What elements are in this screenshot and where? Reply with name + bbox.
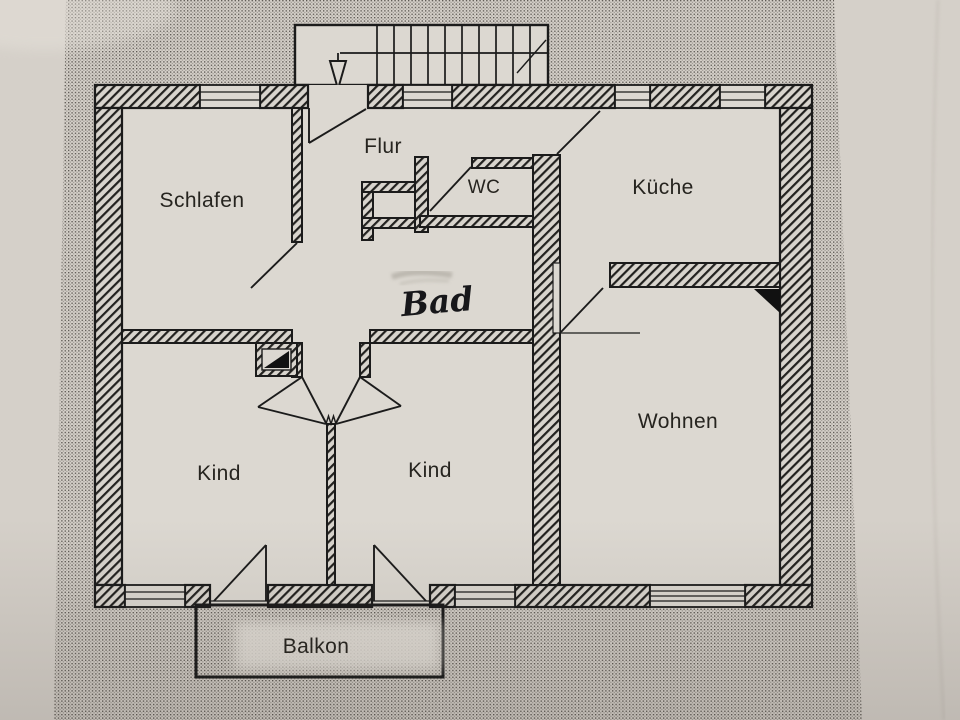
floor-plan-photo: Schlafen Flur WC Küche Bad Wohnen Kind K…: [0, 0, 960, 720]
vignette: [0, 0, 960, 720]
floor-plan-drawing: Schlafen Flur WC Küche Bad Wohnen Kind K…: [0, 0, 960, 720]
